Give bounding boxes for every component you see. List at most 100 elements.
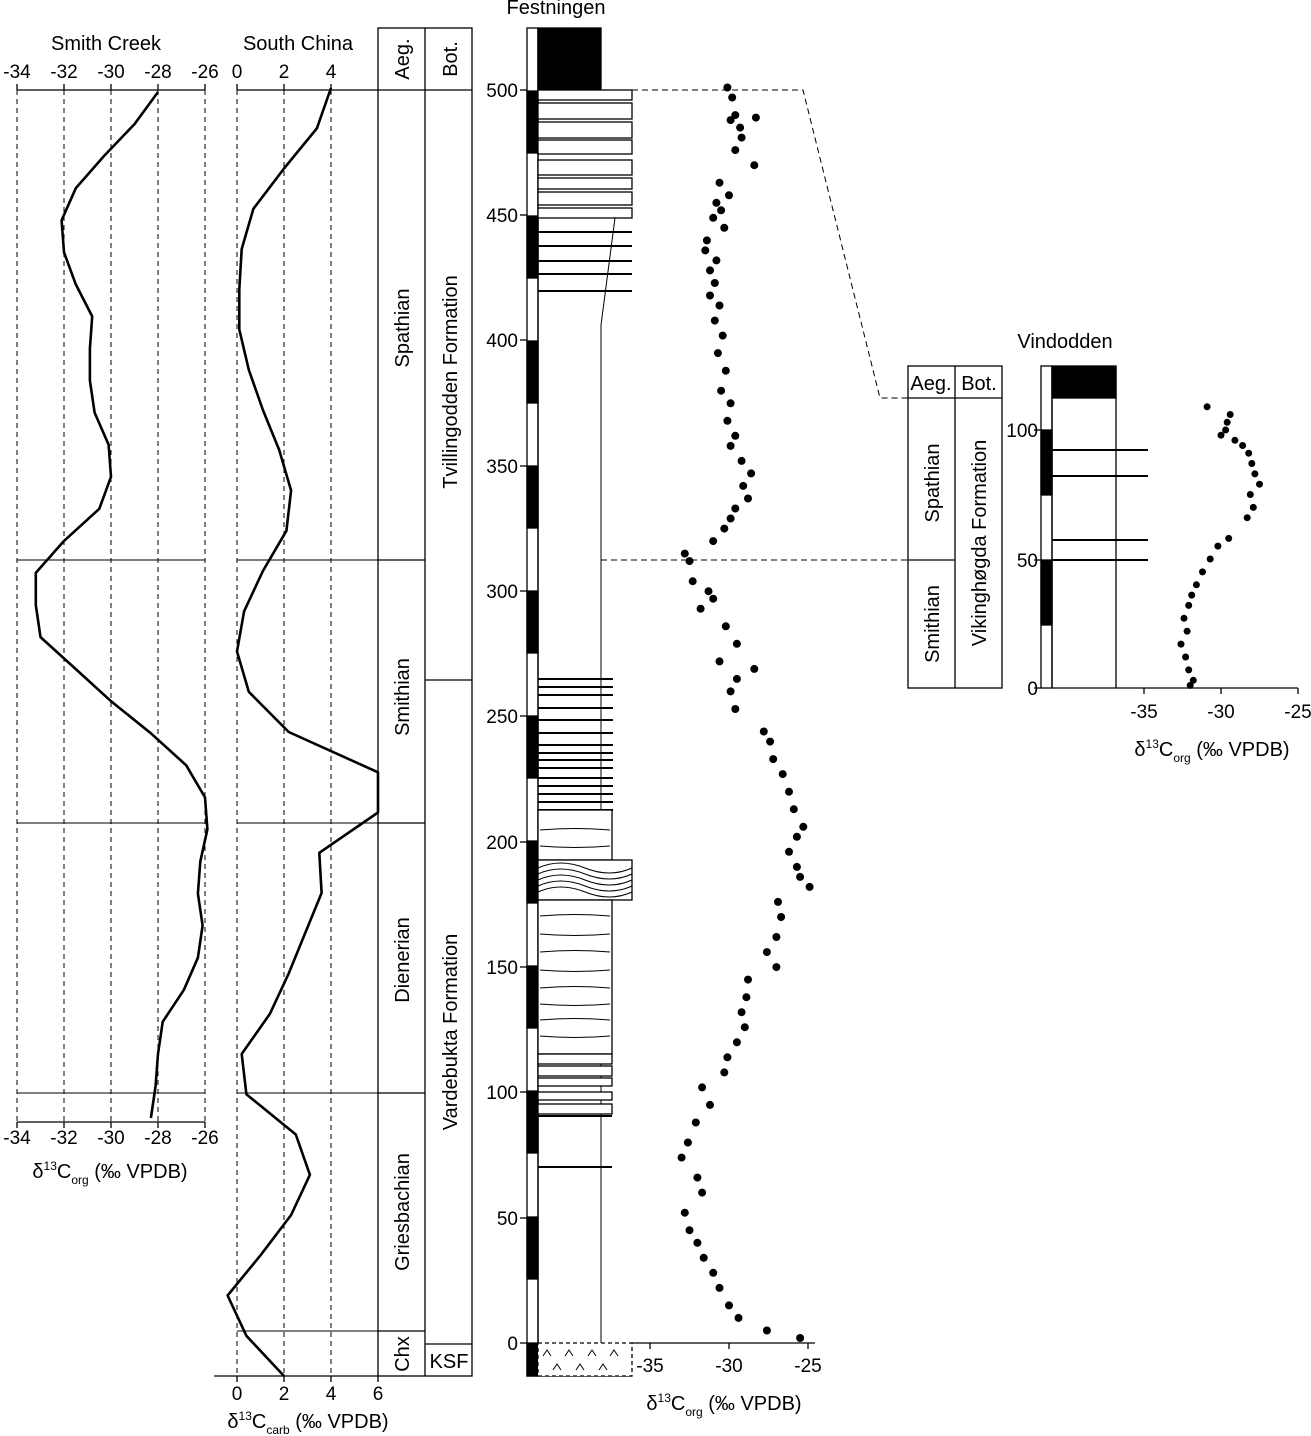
tick-label: 0 — [232, 62, 243, 83]
data-point — [706, 1100, 714, 1109]
festningen-x-ticks: -35 -30 -25 — [636, 1356, 821, 1377]
tick-label: 50 — [497, 1209, 518, 1230]
v-stage-smithian: Smithian — [922, 585, 944, 663]
data-point — [732, 639, 741, 648]
smith-creek-xlabel: δ13Corg (‰ VPDB) — [32, 1159, 187, 1187]
tick-label: -28 — [144, 1128, 171, 1149]
data-point — [720, 1068, 729, 1077]
data-point — [736, 123, 745, 132]
data-point — [720, 223, 729, 232]
data-point — [715, 301, 724, 310]
data-point — [706, 291, 714, 300]
data-point — [731, 146, 740, 155]
vindodden-points — [1177, 403, 1263, 689]
basal-chevrons — [542, 1349, 619, 1371]
lithology-log — [537, 27, 633, 1377]
data-point — [721, 622, 730, 631]
data-point — [750, 664, 759, 673]
vindodden-xlabel: δ13Corg (‰ VPDB) — [1134, 737, 1289, 765]
data-point — [726, 514, 735, 523]
data-point — [792, 862, 801, 871]
tick-label: 500 — [486, 81, 518, 102]
tick-label: -25 — [1284, 702, 1311, 723]
data-point — [693, 1173, 702, 1182]
data-point — [1256, 480, 1263, 488]
tick-label: -32 — [50, 62, 77, 83]
bot-header: Bot. — [440, 41, 462, 77]
data-point — [772, 933, 781, 941]
data-point — [739, 481, 748, 490]
tick-label: 4 — [326, 62, 337, 83]
tick-label: -35 — [636, 1356, 663, 1377]
smith-creek-top-ticks: -34 -32 -30 -28 -26 — [3, 62, 218, 83]
data-point — [709, 213, 718, 222]
tick-label: 2 — [279, 62, 290, 83]
tick-label: 150 — [486, 958, 518, 979]
data-point — [680, 1208, 689, 1217]
vindodden-stage-box — [907, 365, 1003, 689]
data-point — [1206, 555, 1214, 563]
data-point — [1192, 581, 1200, 589]
data-point — [762, 948, 771, 957]
tick-label: -30 — [97, 62, 124, 83]
v-stage-spathian: Spathian — [922, 444, 944, 523]
data-point — [799, 822, 808, 831]
data-point — [725, 1301, 733, 1310]
data-point — [792, 832, 801, 841]
data-point — [1226, 411, 1234, 418]
data-point — [731, 431, 740, 440]
tick-label: -34 — [3, 1128, 31, 1149]
data-point — [680, 549, 689, 558]
data-point — [737, 1008, 746, 1017]
data-point — [1231, 436, 1239, 444]
tick-label: -30 — [715, 1356, 742, 1377]
data-point — [762, 1326, 771, 1335]
data-point — [715, 1283, 724, 1292]
data-point — [715, 657, 724, 666]
data-point — [728, 93, 737, 102]
stage-columns — [377, 27, 473, 1377]
data-point — [731, 705, 740, 713]
v-aeg-header: Aeg. — [910, 373, 951, 395]
data-point — [1225, 534, 1233, 542]
data-point — [710, 316, 719, 325]
data-point — [685, 1226, 694, 1235]
tick-label: 250 — [486, 707, 518, 728]
data-point — [737, 133, 746, 142]
data-point — [1239, 442, 1247, 449]
data-point — [1183, 627, 1191, 635]
data-point — [732, 1038, 741, 1047]
tick-label: 200 — [486, 833, 518, 854]
data-point — [693, 1238, 702, 1247]
data-point — [1199, 568, 1206, 576]
correlation-lines — [601, 89, 908, 561]
tick-label: -26 — [191, 62, 218, 83]
south-china-xlabel: δ13Ccarb (‰ VPDB) — [227, 1409, 388, 1436]
data-point — [805, 882, 814, 891]
data-point — [742, 993, 751, 1002]
south-china-top-ticks: 0 2 4 — [232, 62, 337, 83]
v-formation-vikinghogda: Vikinghøgda Formation — [969, 440, 991, 646]
data-point — [706, 266, 714, 275]
tick-label: 4 — [326, 1384, 337, 1405]
festningen-y-ticks: 0 50 100 150 200 250 300 350 400 450 500 — [486, 81, 518, 1355]
data-point — [1180, 614, 1188, 622]
data-point — [759, 727, 768, 736]
data-point — [1186, 681, 1194, 689]
tick-label: -35 — [1130, 702, 1157, 723]
data-point — [1188, 591, 1196, 599]
vindodden-column — [1034, 365, 1299, 694]
data-point — [726, 116, 735, 125]
data-point — [701, 246, 710, 255]
data-point — [683, 1138, 692, 1147]
tick-label: 50 — [1017, 551, 1038, 572]
data-point — [726, 441, 735, 450]
smith-creek-bottom-ticks: -34 -32 -30 -28 -26 — [3, 1128, 218, 1149]
tick-label: 350 — [486, 457, 518, 478]
tick-label: 300 — [486, 582, 518, 603]
data-point — [1214, 542, 1222, 550]
formation-vardebukta: Vardebukta Formation — [440, 934, 462, 1130]
stage-dienerian: Dienerian — [392, 917, 414, 1003]
data-point — [1185, 666, 1193, 674]
